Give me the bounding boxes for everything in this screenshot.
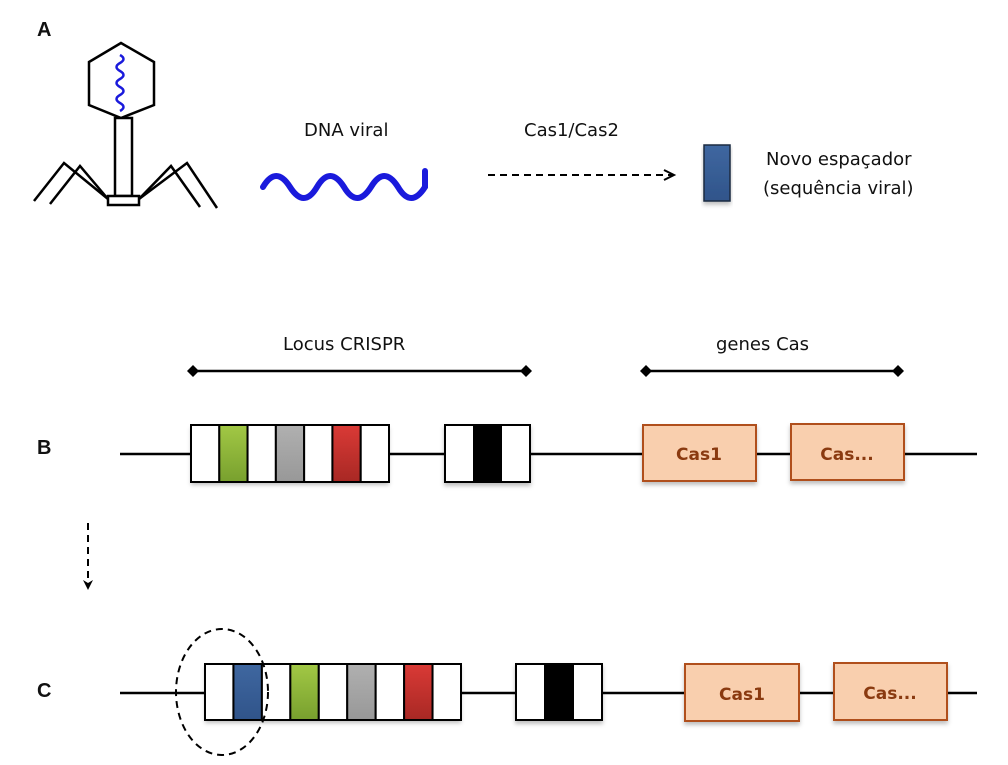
cas-other-gene-c: Cas... <box>833 662 948 721</box>
new-spacer-segment <box>232 663 263 721</box>
spacer-segment-red <box>331 424 362 483</box>
repeat-segment <box>431 663 462 721</box>
spacer-segment-green <box>218 424 249 483</box>
dna-viral-label: DNA viral <box>304 120 388 141</box>
leader-block-b <box>444 424 531 483</box>
repeat-segment <box>317 663 349 721</box>
leader-block-c <box>515 663 603 721</box>
cas-other-label-b: Cas... <box>820 445 873 465</box>
cas-genes-label: genes Cas <box>716 334 809 355</box>
new-spacer-sublabel: (sequência viral) <box>763 178 914 199</box>
spacer-segment-gray <box>274 424 306 483</box>
cas-other-label-c: Cas... <box>863 684 916 704</box>
spacer-segment-gray <box>346 663 377 721</box>
cas1-cas2-label: Cas1/Cas2 <box>524 120 619 141</box>
cas1-label-b: Cas1 <box>676 445 722 465</box>
crispr-array-c <box>204 663 462 721</box>
cas-genes-bracket <box>640 365 904 377</box>
repeat-segment <box>374 663 406 721</box>
phage-dna-icon <box>115 53 125 113</box>
spacer-segment-red <box>403 663 434 721</box>
repeat-segment <box>246 424 277 483</box>
cas1-gene-b: Cas1 <box>642 424 757 482</box>
cas1-gene-c: Cas1 <box>684 663 800 722</box>
repeat-segment <box>190 424 221 483</box>
spacer-segment-green <box>289 663 320 721</box>
repeat-segment <box>303 424 334 483</box>
crispr-array-b <box>190 424 391 483</box>
panel-label-a: A <box>37 19 51 41</box>
dashed-arrow-right-icon <box>488 169 677 181</box>
panel-label-c: C <box>37 680 51 702</box>
crispr-locus-bracket <box>187 365 532 377</box>
crispr-locus-label: Locus CRISPR <box>283 334 405 355</box>
cas-other-gene-b: Cas... <box>790 423 905 481</box>
dashed-arrow-down-icon <box>83 523 93 590</box>
new-spacer-swatch <box>703 144 731 202</box>
repeat-segment <box>204 663 235 721</box>
new-spacer-label: Novo espaçador <box>766 149 912 170</box>
panel-label-b: B <box>37 437 51 459</box>
cas1-label-c: Cas1 <box>719 685 765 705</box>
viral-dna-icon <box>260 168 428 201</box>
new-spacer-highlight-circle <box>175 628 269 756</box>
bacteriophage-icon <box>33 41 219 209</box>
repeat-segment <box>359 424 391 483</box>
